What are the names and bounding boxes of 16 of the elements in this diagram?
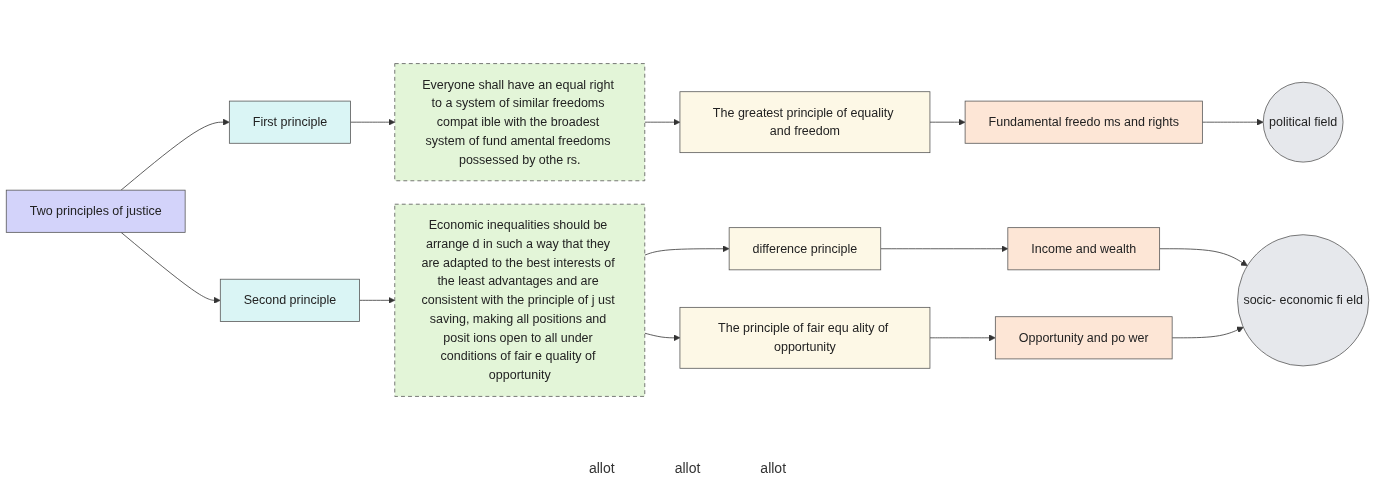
node-box: The greatest principle of equality and freedom — [679, 91, 931, 154]
node-circle: socic- economic fi eld — [1237, 234, 1370, 367]
node-box: Two principles of justice — [5, 189, 186, 233]
node-box: Opportunity and po wer — [994, 316, 1173, 360]
node-box: Economic inequalities should be arrange d in such a way that they are adapted to the best interests of the least advantages and are consistent with the principle of j ust saving, making all positions and posit ions open to all under conditions of fair e quality of opportunity — [394, 203, 646, 397]
node-box: difference principle — [728, 227, 882, 271]
note-text: allot — [760, 460, 787, 476]
note-text: allot — [674, 460, 701, 476]
node-box: Everyone shall have an equal right to a system of similar freedoms compat ible with the broadest system of fund amental freedoms possessed by othe rs. — [394, 63, 646, 182]
node-circle: political field — [1262, 81, 1344, 163]
node-box: Income and wealth — [1007, 227, 1161, 271]
node-box: Fundamental freedo ms and rights — [964, 100, 1203, 144]
node-box: First principle — [228, 100, 351, 144]
note-text: allot — [588, 460, 615, 476]
node-box: Second principle — [219, 278, 360, 322]
node-box: The principle of fair equ ality of opportunity — [679, 306, 931, 369]
